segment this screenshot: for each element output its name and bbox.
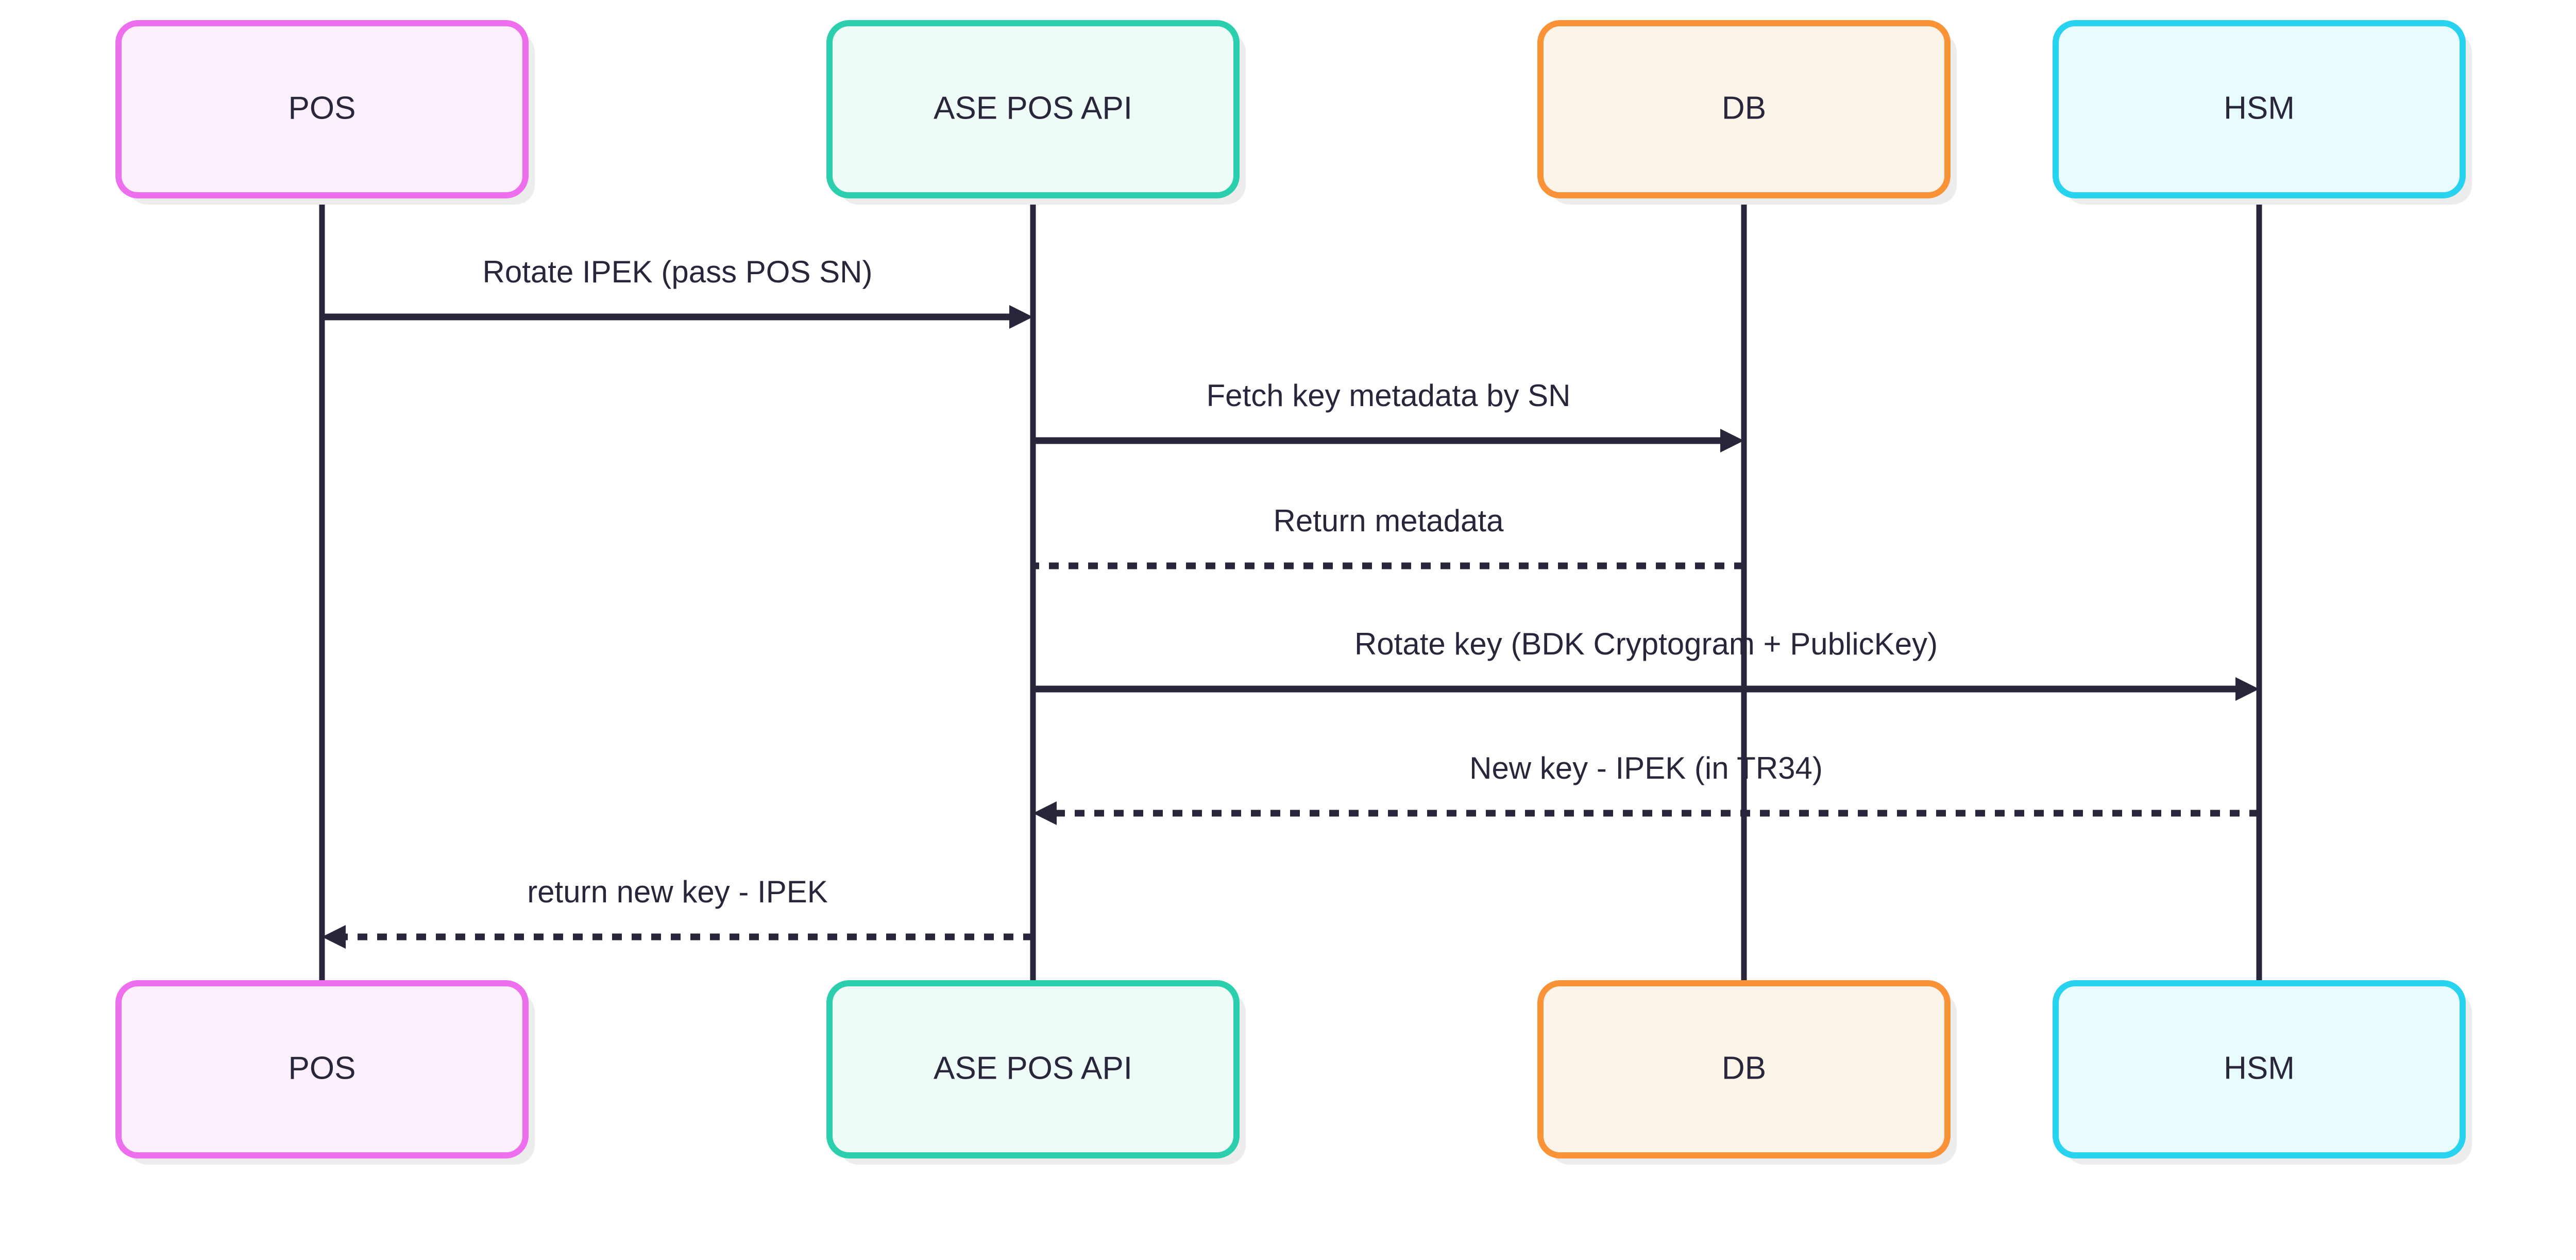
- message-3: Return metadata: [1033, 503, 1744, 569]
- actor-label-pos: POS: [289, 90, 356, 126]
- actor-box-hsm-bottom[interactable]: HSM: [2053, 980, 2472, 1165]
- actor-boxes-top: POS ASE POS API DB HSM: [115, 20, 2472, 205]
- actor-label-ase: ASE POS API: [934, 90, 1132, 126]
- actor-label-hsm: HSM: [2224, 90, 2295, 126]
- actor-box-rect[interactable]: [2053, 980, 2466, 1158]
- actor-label-db: DB: [1722, 90, 1766, 126]
- message-label-3: Return metadata: [1274, 503, 1504, 538]
- message-2: Fetch key metadata by SN: [1033, 378, 1744, 452]
- actor-label-hsm: HSM: [2224, 1050, 2295, 1086]
- arrowhead-6: [322, 925, 346, 949]
- actor-label-pos: POS: [289, 1050, 356, 1086]
- actor-box-rect[interactable]: [826, 980, 1240, 1158]
- actor-label-db: DB: [1722, 1050, 1766, 1086]
- arrowhead-1: [1009, 305, 1033, 329]
- message-1: Rotate IPEK (pass POS SN): [322, 255, 1033, 329]
- arrowhead-2: [1720, 429, 1744, 452]
- actor-box-rect[interactable]: [2053, 20, 2466, 198]
- messages-group: Rotate IPEK (pass POS SN) Fetch key metad…: [322, 255, 2259, 949]
- message-5: New key - IPEK (in TR34): [1033, 751, 2259, 825]
- message-label-6: return new key - IPEK: [527, 875, 828, 909]
- actor-box-db-top[interactable]: DB: [1537, 20, 1957, 205]
- actor-box-pos-bottom[interactable]: POS: [115, 980, 535, 1165]
- actor-box-pos-top[interactable]: POS: [115, 20, 535, 205]
- lifelines-group: [319, 195, 2262, 983]
- actor-label-ase: ASE POS API: [934, 1050, 1132, 1086]
- message-6: return new key - IPEK: [322, 875, 1033, 949]
- actor-boxes-bottom: POS ASE POS API DB HSM: [115, 980, 2472, 1165]
- actor-box-db-bottom[interactable]: DB: [1537, 980, 1957, 1165]
- actor-box-rect[interactable]: [1537, 980, 1951, 1158]
- actor-box-rect[interactable]: [1537, 20, 1951, 198]
- arrowhead-5: [1033, 801, 1057, 825]
- message-label-5: New key - IPEK (in TR34): [1469, 751, 1823, 785]
- actor-box-hsm-top[interactable]: HSM: [2053, 20, 2472, 205]
- actor-box-ase-bottom[interactable]: ASE POS API: [826, 980, 1246, 1165]
- actor-box-rect[interactable]: [115, 980, 529, 1158]
- message-label-1: Rotate IPEK (pass POS SN): [483, 255, 873, 289]
- actor-box-ase-top[interactable]: ASE POS API: [826, 20, 1246, 205]
- message-label-2: Fetch key metadata by SN: [1207, 378, 1571, 413]
- actor-box-rect[interactable]: [826, 20, 1240, 198]
- actor-box-rect[interactable]: [115, 20, 529, 198]
- message-4: Rotate key (BDK Cryptogram + PublicKey): [1033, 627, 2259, 701]
- message-label-4: Rotate key (BDK Cryptogram + PublicKey): [1354, 627, 1938, 661]
- arrowhead-4: [2235, 677, 2259, 701]
